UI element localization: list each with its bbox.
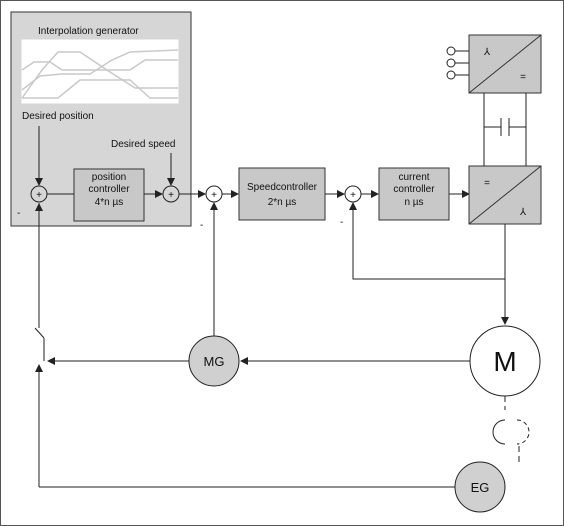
svg-text:⅄: ⅄	[484, 47, 491, 58]
feedback-switch	[34, 203, 45, 361]
svg-text:=: =	[520, 72, 526, 83]
current-controller-line1: current	[398, 172, 429, 183]
speed-controller-line1: Speedcontroller	[247, 182, 318, 193]
svg-text:+: +	[350, 190, 356, 201]
motor: M	[469, 325, 541, 397]
speed-controller-block	[238, 167, 326, 221]
rectifier-unit: ⅄ =	[468, 34, 542, 94]
svg-text:M: M	[493, 346, 516, 377]
position-controller-line3: 4*n µs	[95, 197, 124, 208]
speed-controller-line2: 2*n µs	[268, 197, 297, 208]
sum-junction-speed-ff: +	[162, 185, 180, 203]
forward-path	[35, 126, 470, 198]
desired-speed-label: Desired speed	[111, 139, 175, 150]
current-controller-line3: n µs	[404, 197, 423, 208]
svg-text:+: +	[168, 190, 174, 201]
current-feedback	[349, 202, 505, 280]
minus-speed: -	[200, 220, 203, 231]
generator-title: Interpolation generator	[38, 26, 139, 37]
minus-current: -	[340, 217, 343, 228]
svg-text:=: =	[484, 178, 490, 189]
sum-junction-speed: +	[205, 185, 223, 203]
svg-text:EG: EG	[471, 480, 490, 495]
sum-junction-current: +	[344, 185, 362, 203]
svg-text:MG: MG	[204, 354, 225, 369]
current-controller-line2: controller	[393, 184, 435, 195]
svg-text:+: +	[211, 190, 217, 201]
dc-link-capacitor	[483, 93, 527, 166]
minus-position: -	[17, 208, 20, 219]
position-controller-line2: controller	[88, 184, 130, 195]
svg-text:+: +	[36, 190, 42, 201]
position-controller-line1: position	[92, 172, 126, 183]
motor-generator: MG	[188, 335, 240, 387]
interpolation-graph	[21, 39, 179, 104]
inverter-unit: = ⅄	[468, 165, 542, 225]
three-phase-input	[446, 46, 469, 80]
position-controller-block	[73, 168, 145, 222]
sum-junction-position: +	[30, 185, 48, 203]
shaft-coupling	[492, 396, 530, 462]
desired-position-label: Desired position	[22, 111, 94, 122]
svg-text:⅄: ⅄	[520, 207, 527, 218]
encoder-generator: EG	[454, 461, 506, 513]
